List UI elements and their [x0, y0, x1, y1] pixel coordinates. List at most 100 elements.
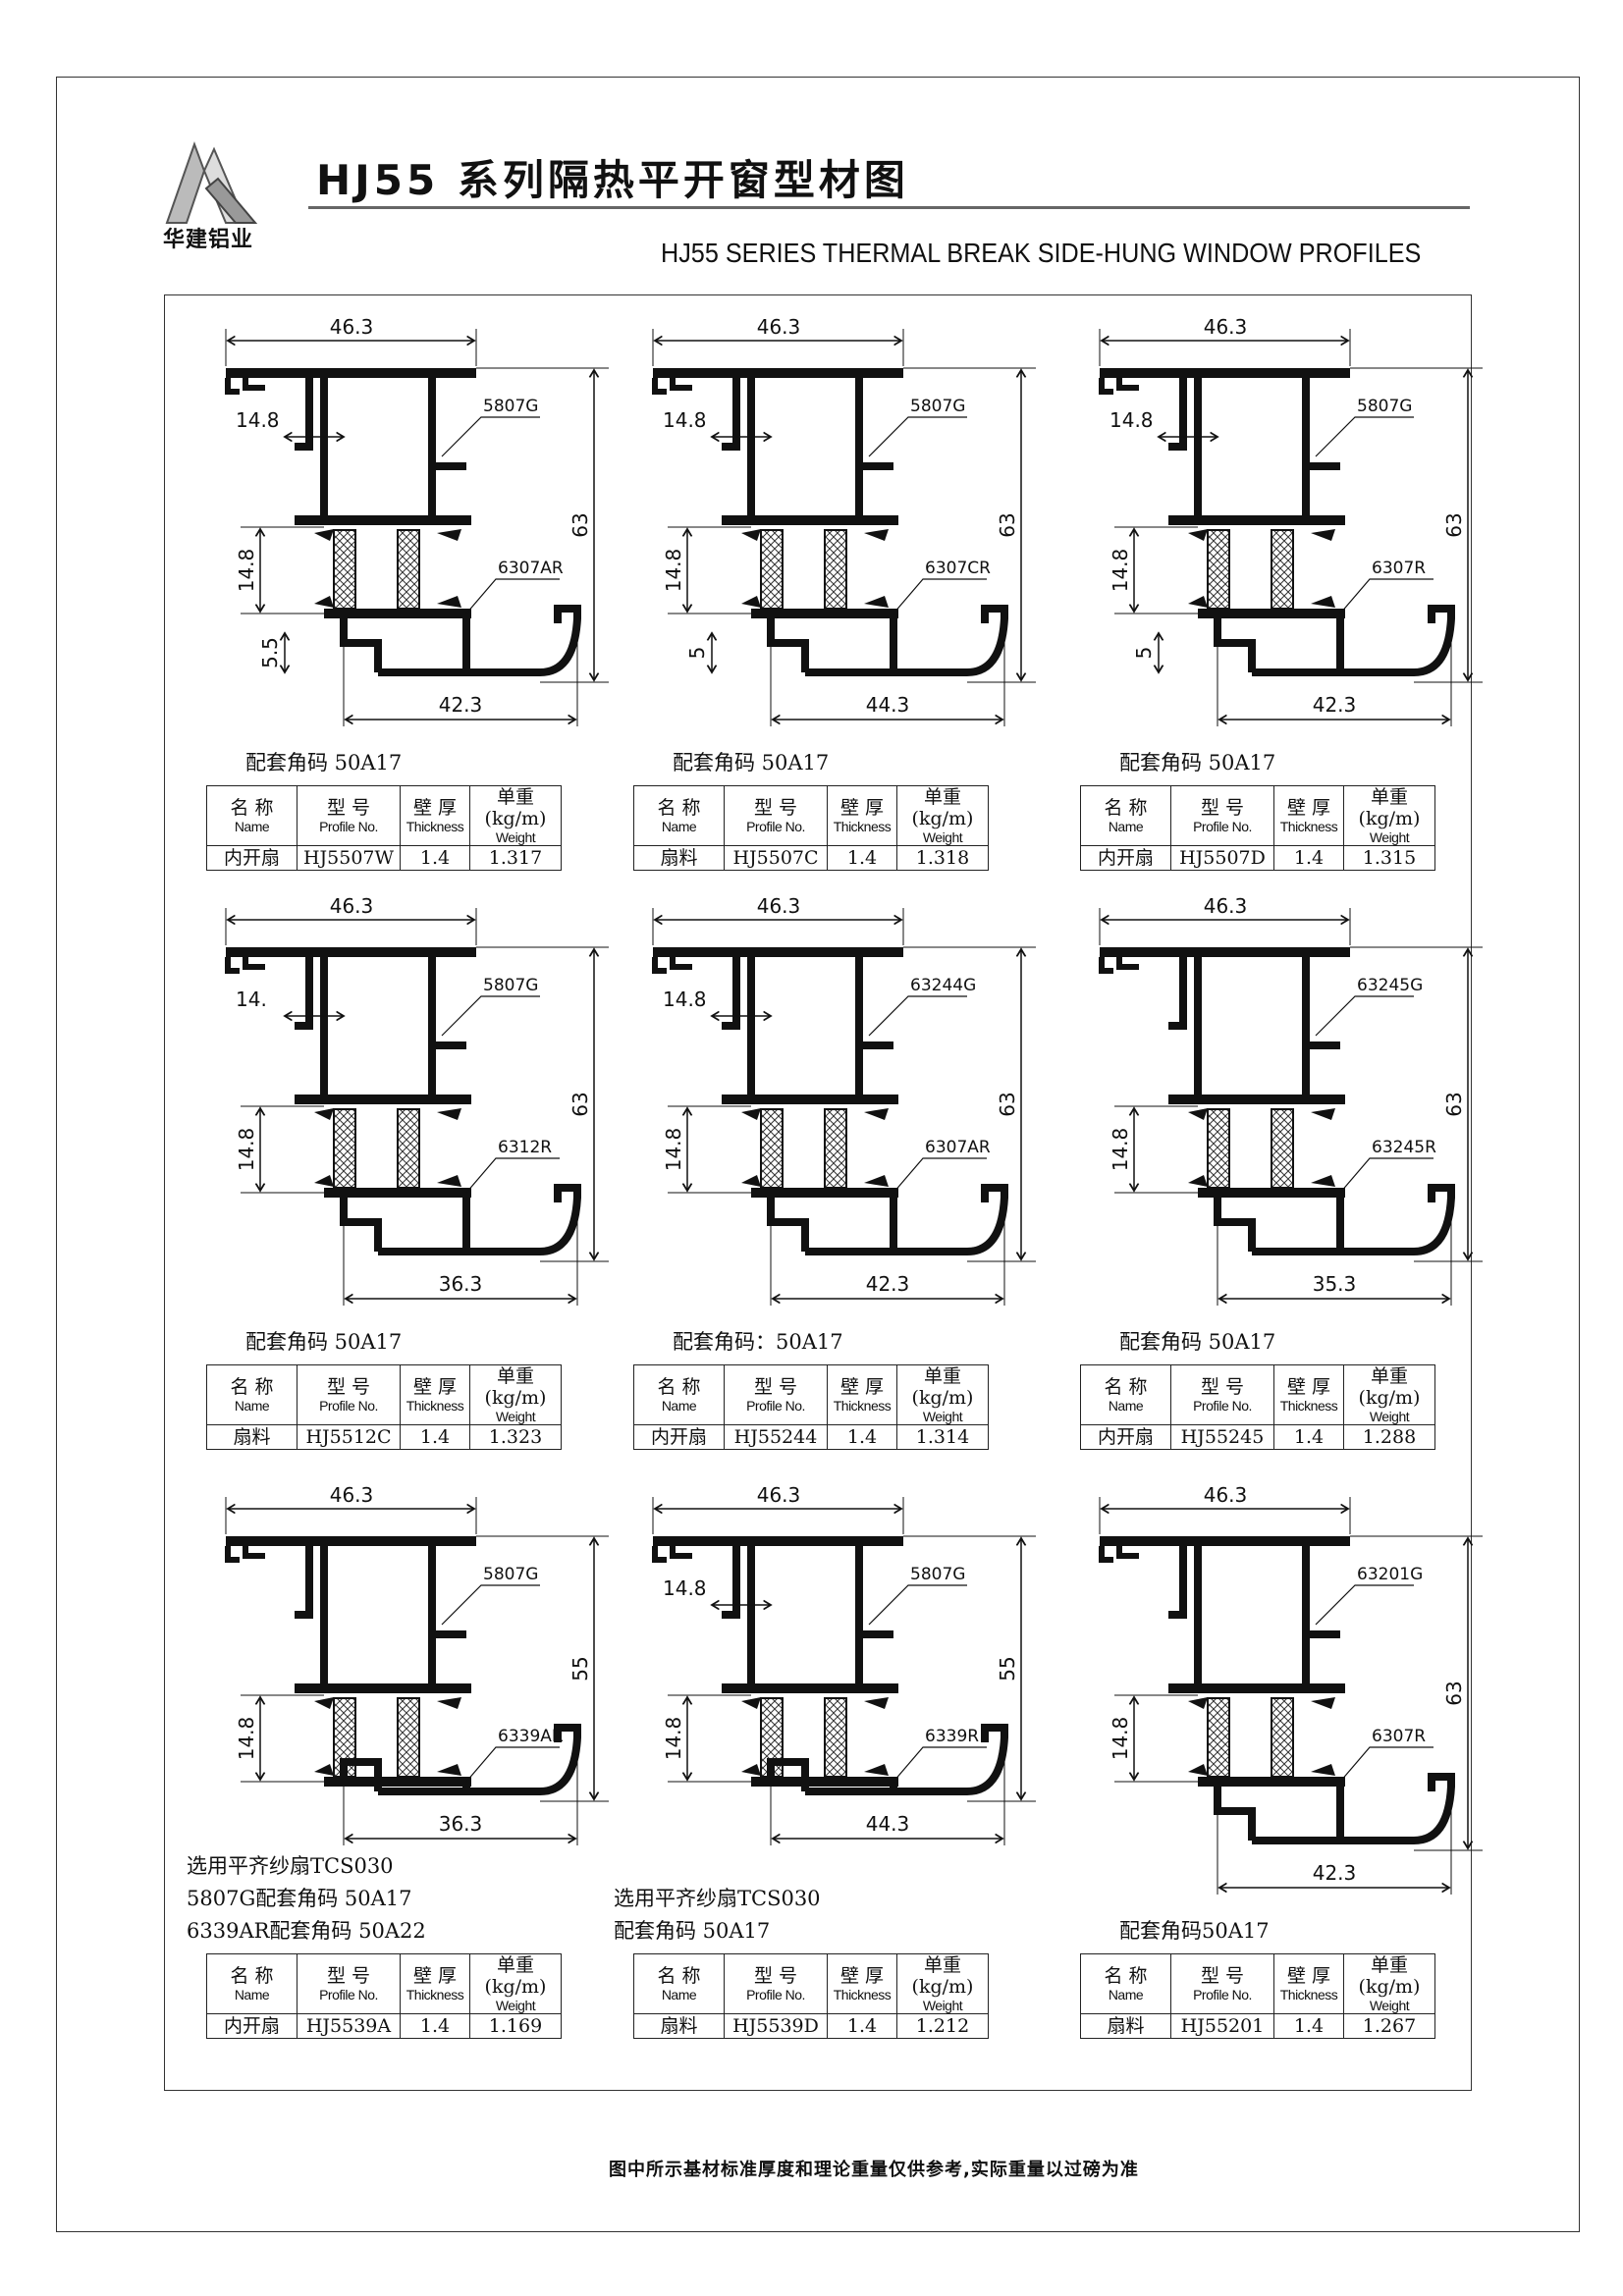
header-en: Weight — [1369, 1409, 1410, 1424]
note-line: 选用平齐纱扇TCS030 — [187, 1854, 394, 1878]
thermal-strip — [333, 529, 356, 610]
gasket — [741, 529, 889, 608]
dimension-inner-text: 14.8 — [663, 408, 707, 432]
thermal-strip — [1207, 1697, 1230, 1778]
dimension-strip-text: 14.8 — [235, 1717, 258, 1761]
thermal-strip — [760, 1108, 784, 1189]
cell-name: 内开扇 — [633, 1424, 725, 1450]
header-cn: 单重(kg/m) — [484, 1954, 547, 1998]
dimension-height-text: 63 — [1442, 1092, 1466, 1116]
dimension-inner-text: 14. — [236, 988, 267, 1011]
part-label-lower: 6312R — [498, 1138, 552, 1157]
leader-line — [893, 578, 987, 614]
note-line: 配套角码 50A17 — [614, 1919, 771, 1943]
flange-hook — [652, 378, 692, 395]
header-en: Thickness — [833, 819, 892, 834]
cell-thickness: 1.4 — [827, 1424, 897, 1450]
leader-line — [893, 1157, 987, 1194]
leader-line — [868, 416, 967, 457]
profile-notes: 配套角码 50A17 — [673, 747, 829, 779]
dimension-height-text: 63 — [996, 512, 1019, 537]
table-header-cell: 单重(kg/m)Weight — [1343, 1953, 1435, 2014]
cell-thickness: 1.4 — [400, 1424, 470, 1450]
upper-chamber — [722, 378, 893, 520]
glazing-lip — [805, 605, 1008, 676]
dimension-bottom-text: 42.3 — [866, 1272, 910, 1296]
upper-bar — [722, 1683, 898, 1693]
gasket — [1188, 529, 1335, 608]
cell-name: 扇料 — [206, 1424, 298, 1450]
top-flange — [226, 368, 476, 378]
header-en: Weight — [922, 829, 963, 845]
note-line: 6339AR配套角码 50A22 — [187, 1919, 426, 1943]
header-cn: 名 称 — [657, 1965, 701, 1987]
header-en: Name — [661, 1398, 697, 1414]
lower-bar — [751, 1777, 898, 1787]
cell-name: 扇料 — [633, 845, 725, 871]
header-en: Weight — [1369, 1998, 1410, 2013]
glazing-lip — [805, 1724, 1008, 1795]
lower-chamber — [1214, 618, 1344, 672]
cell-profile: HJ5507W — [297, 845, 401, 871]
thermal-strip — [824, 529, 847, 610]
header-cn: 型 号 — [1200, 797, 1245, 819]
dimension-top-text: 46.3 — [757, 1483, 801, 1507]
cell-name: 内开扇 — [206, 845, 298, 871]
header-en: Profile No. — [746, 819, 805, 834]
header-en: Weight — [922, 1998, 963, 2013]
thermal-strip — [1271, 529, 1294, 610]
cell-weight: 1.267 — [1343, 2013, 1435, 2039]
dimension-height-text: 55 — [568, 1656, 592, 1681]
header-en: Weight — [495, 829, 536, 845]
header-en: Thickness — [1279, 1398, 1338, 1414]
header-en: Name — [1108, 819, 1144, 834]
header-cn: 名 称 — [230, 797, 274, 819]
lower-bar — [324, 1777, 471, 1787]
top-flange — [653, 1536, 903, 1546]
header-cn: 单重(kg/m) — [911, 1954, 974, 1998]
header-cn: 名 称 — [657, 797, 701, 819]
dimension-height-text: 63 — [1442, 512, 1466, 537]
dimension-strip-text: 14.8 — [1109, 549, 1132, 593]
header-cn: 型 号 — [326, 1965, 371, 1987]
upper-chamber — [722, 957, 893, 1099]
header-cn: 壁 厚 — [839, 797, 885, 819]
lower-chamber — [767, 1198, 897, 1252]
dimension-bottom-text: 42.3 — [439, 693, 483, 717]
glazing-lip — [378, 605, 581, 676]
note-line: 配套角码 50A17 — [1119, 751, 1276, 774]
profile-notes: 配套角码50A17 — [1119, 1915, 1270, 1948]
cell-weight: 1.169 — [469, 2013, 562, 2039]
header-cn: 壁 厚 — [412, 1376, 458, 1398]
gasket — [741, 1697, 889, 1776]
flange-hook — [1099, 1546, 1139, 1563]
cell-weight: 1.318 — [896, 845, 989, 871]
top-flange — [226, 1536, 476, 1546]
header-en: Profile No. — [1193, 1987, 1252, 2002]
header-en: Profile No. — [319, 1987, 378, 2002]
flange-hook — [652, 957, 692, 974]
part-label-upper: 63201G — [1357, 1565, 1423, 1584]
part-label-upper: 5807G — [910, 397, 965, 416]
flange-hook — [652, 1546, 692, 1563]
part-label-upper: 5807G — [483, 976, 538, 995]
upper-bar — [1168, 1683, 1345, 1693]
